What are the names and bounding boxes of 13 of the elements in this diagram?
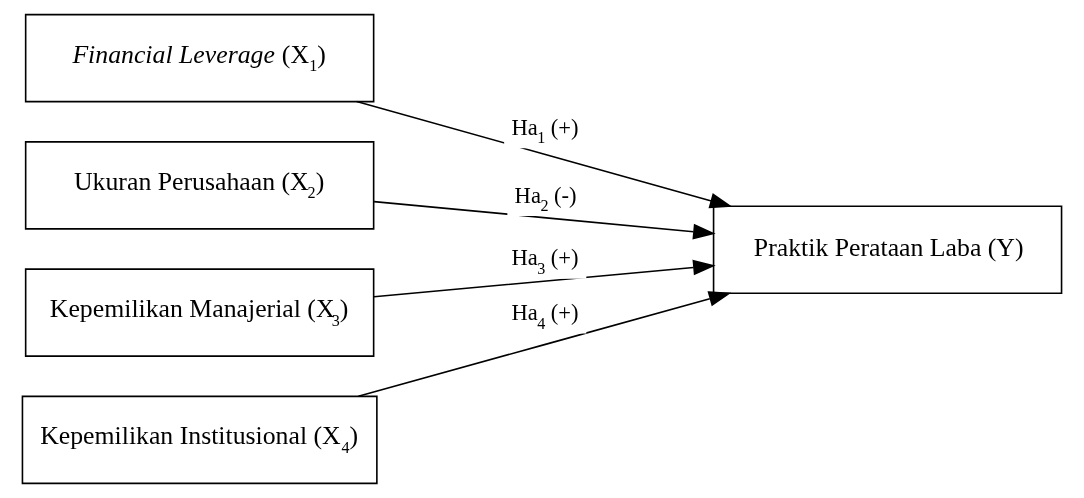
edge-label: Ha$_{3}$ (+) <box>511 245 579 277</box>
arrow <box>355 100 733 209</box>
edge-label: Ha$_{4}$ (+) <box>511 300 579 332</box>
arrow <box>373 259 716 298</box>
arrow <box>373 200 716 240</box>
edge-label: Ha$_{1}$ (+) <box>511 114 579 147</box>
arrow <box>357 291 732 398</box>
edge-label: Ha$_{2}$ (-) <box>514 182 577 215</box>
node-box: Financial Leverage (X$_{1}$) <box>24 13 375 103</box>
node-box: Kepemilikan Manajerial (X$_{3}$) <box>24 268 375 357</box>
node-box: Praktik Perataan Laba (Y) <box>712 205 1063 295</box>
node-box: Kepemilikan Institusional (X$_{4}$) <box>21 395 378 485</box>
node-box: Ukuran Perusahaan (X$_{2}$) <box>24 141 375 230</box>
